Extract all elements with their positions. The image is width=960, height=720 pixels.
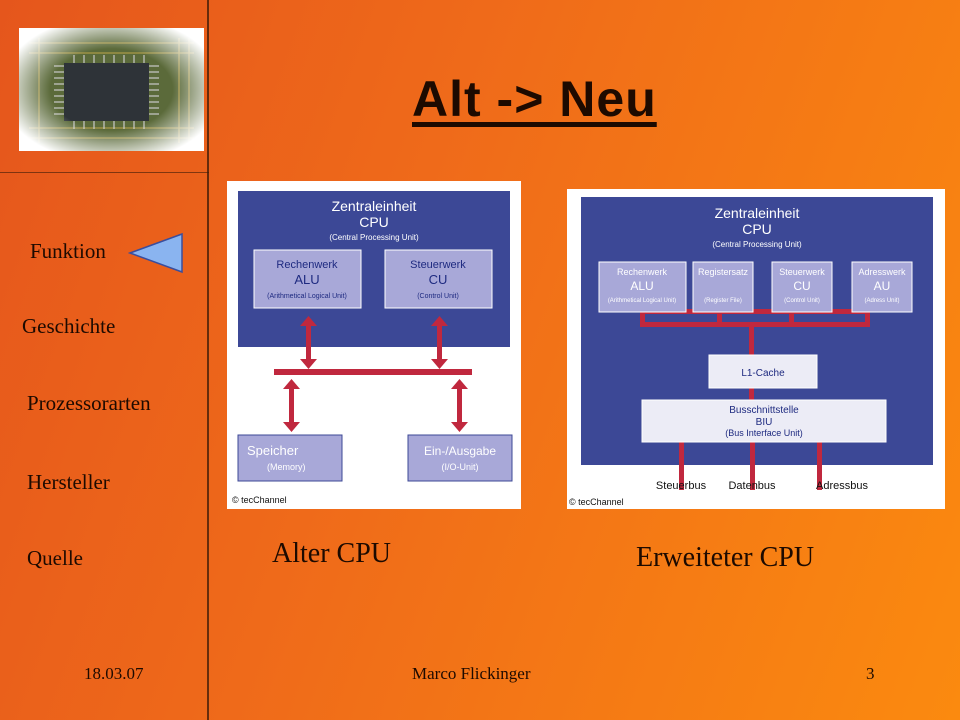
cu-abbr-text: CU bbox=[793, 279, 810, 293]
sidebar-divider bbox=[207, 0, 209, 720]
new-cpu-caption: Erweiteter CPU bbox=[636, 542, 815, 573]
nav-item-geschichte[interactable]: Geschichte bbox=[22, 314, 116, 338]
cu-name-text: Steuerwerk bbox=[410, 259, 466, 271]
bus-arrows bbox=[274, 316, 472, 432]
triangle-pointer-icon bbox=[128, 232, 183, 274]
nav-item-prozessorarten[interactable]: Prozessorarten bbox=[27, 391, 151, 415]
alu-desc-text: (Arithmetical Logical Unit) bbox=[608, 298, 676, 304]
alu-abbr-text: ALU bbox=[294, 272, 319, 287]
au-box bbox=[851, 261, 913, 313]
au-abbr-text: AU bbox=[874, 279, 891, 293]
alu-box bbox=[253, 249, 362, 309]
cu-box bbox=[384, 249, 493, 309]
register-name-text: Registersatz bbox=[698, 267, 749, 277]
cu-desc-text: (Control Unit) bbox=[417, 293, 459, 300]
internal-bus-lines bbox=[640, 301, 870, 490]
io-box bbox=[407, 434, 513, 482]
l1-cache-box bbox=[708, 354, 818, 389]
register-box bbox=[692, 261, 754, 313]
nav-item-quelle[interactable]: Quelle bbox=[27, 546, 83, 570]
memory-desc-text: (Memory) bbox=[267, 462, 306, 472]
old-cpu-diagram: Zentraleinheit CPU (Central Processing U… bbox=[227, 181, 521, 509]
old-cpu-caption: Alter CPU bbox=[272, 538, 391, 569]
data-bus-label: Datenbus bbox=[728, 480, 776, 492]
nav-item-hersteller[interactable]: Hersteller bbox=[27, 470, 110, 494]
address-bus-label: Adressbus bbox=[816, 480, 868, 492]
io-name-text: Ein-/Ausgabe bbox=[424, 444, 496, 458]
nav-item-funktion[interactable]: Funktion bbox=[30, 239, 106, 263]
chip-logo-image bbox=[19, 28, 204, 151]
alu-name-text: Rechenwerk bbox=[276, 259, 338, 271]
l1-cache-text: L1-Cache bbox=[741, 368, 785, 379]
cu-name-text: Steuerwerk bbox=[779, 267, 825, 277]
alu-abbr-text: ALU bbox=[630, 279, 653, 293]
control-bus-label: Steuerbus bbox=[656, 480, 707, 492]
cpu-sub-text: CPU bbox=[742, 221, 772, 237]
alu-desc-text: (Arithmetical Logical Unit) bbox=[267, 293, 347, 300]
cu-abbr-text: CU bbox=[429, 272, 448, 287]
biu-box bbox=[641, 399, 887, 443]
cpu-title-text: Zentraleinheit bbox=[715, 205, 800, 221]
biu-desc-text: (Bus Interface Unit) bbox=[725, 428, 803, 438]
footer-date: 18.03.07 bbox=[84, 664, 144, 683]
au-name-text: Adresswerk bbox=[858, 267, 906, 277]
slide-title: Alt -> Neu bbox=[412, 71, 657, 127]
biu-abbr-text: BIU bbox=[756, 417, 773, 428]
footer-author: Marco Flickinger bbox=[412, 664, 531, 683]
biu-name-text: Busschnittstelle bbox=[729, 405, 799, 416]
copyright-text: © tecChannel bbox=[232, 495, 287, 505]
new-cpu-diagram: Zentraleinheit CPU (Central Processing U… bbox=[567, 189, 945, 509]
cpu-desc-text: (Central Processing Unit) bbox=[712, 240, 802, 249]
memory-box bbox=[237, 434, 343, 482]
alu-box bbox=[598, 261, 687, 313]
cpu-desc-text: (Central Processing Unit) bbox=[329, 233, 419, 242]
footer-page-number: 3 bbox=[866, 664, 875, 683]
sidebar-header-divider bbox=[0, 172, 209, 173]
io-desc-text: (I/O-Unit) bbox=[442, 462, 479, 472]
cu-box bbox=[771, 261, 833, 313]
copyright-text: © tecChannel bbox=[569, 497, 624, 507]
cpu-sub-text: CPU bbox=[359, 214, 389, 230]
register-desc-text: (Register File) bbox=[704, 298, 742, 304]
cpu-title-text: Zentraleinheit bbox=[332, 198, 417, 214]
alu-name-text: Rechenwerk bbox=[617, 267, 668, 277]
cu-desc-text: (Control Unit) bbox=[784, 298, 820, 304]
au-desc-text: (Adress Unit) bbox=[864, 298, 899, 304]
memory-name-text: Speicher bbox=[247, 443, 299, 458]
